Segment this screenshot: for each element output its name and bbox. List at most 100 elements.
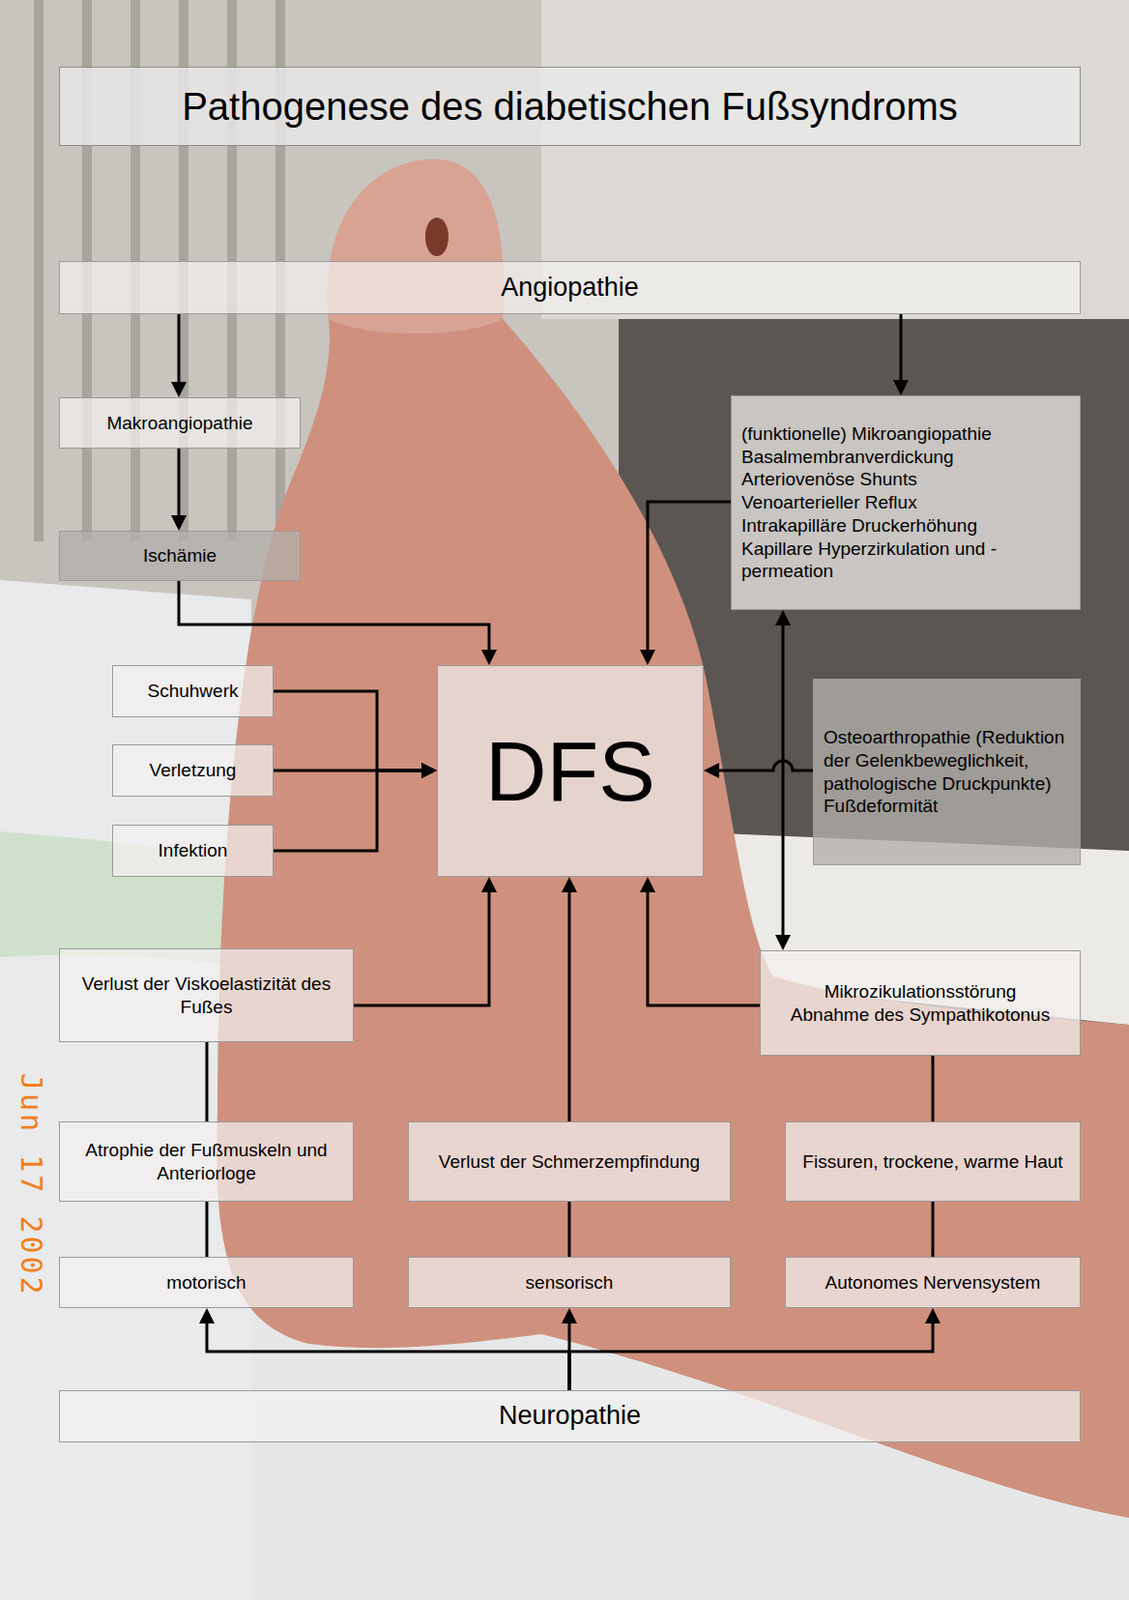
connector xyxy=(206,1042,208,1122)
connector xyxy=(206,1201,208,1257)
connector-line xyxy=(206,1321,570,1390)
box-text: Verletzung xyxy=(149,758,237,782)
arrow-head xyxy=(561,1307,578,1324)
connector xyxy=(893,314,909,396)
arrow-head xyxy=(639,876,656,893)
connector-line xyxy=(205,1042,209,1122)
box-text: sensorisch xyxy=(525,1271,614,1295)
connector xyxy=(561,876,578,1122)
box-text: Venoarterieller Reflux xyxy=(741,491,918,515)
process-box: Ischämie xyxy=(58,530,301,581)
connector xyxy=(775,609,791,951)
connector xyxy=(569,1307,941,1390)
connector-line xyxy=(717,760,813,771)
box-text: Kapillare Hyperzirkulation und -permeati… xyxy=(741,537,1071,584)
arrow-head xyxy=(171,515,187,531)
process-box: Neuropathie xyxy=(58,1389,1081,1443)
box-text: motorisch xyxy=(166,1271,246,1295)
box-text: Infektion xyxy=(158,839,229,863)
box-text: Schuhwerk xyxy=(147,679,239,703)
box-text: Osteoarthropathie (Reduktion der Gelenkb… xyxy=(823,725,1071,795)
box-text: Neuropathie xyxy=(498,1399,641,1433)
connector-line xyxy=(178,580,490,652)
process-box: Verlust der Schmerzempfindung xyxy=(407,1121,731,1202)
arrow-head xyxy=(703,762,720,779)
connector-line xyxy=(273,770,424,851)
process-box: Osteoarthropathie (Reduktion der Gelenkb… xyxy=(812,678,1081,866)
toe-wound xyxy=(425,217,449,257)
box-text: Angiopathie xyxy=(500,271,639,305)
connector xyxy=(178,580,497,666)
connector xyxy=(199,1307,570,1390)
arrow-head xyxy=(639,649,656,666)
arrow-head xyxy=(775,934,791,951)
process-box: Verletzung xyxy=(112,744,274,797)
process-box: Autonomes Nervensystem xyxy=(784,1256,1081,1308)
box-text: Verlust der Viskoelastizität des Fußes xyxy=(69,972,344,1019)
connector-line xyxy=(177,448,181,518)
connector xyxy=(932,1201,934,1257)
process-box: Angiopathie xyxy=(58,260,1081,315)
arrow-head xyxy=(199,1307,215,1324)
connector-line xyxy=(568,890,572,1122)
arrow-head xyxy=(481,649,497,666)
box-text: Intrakapilläre Druckerhöhung xyxy=(741,514,978,538)
box-text: Makroangiopathie xyxy=(106,411,253,435)
foot-outline xyxy=(216,159,1129,1518)
connector-line xyxy=(353,890,490,1006)
box-text: Abnahme des Sympathikotonus xyxy=(790,1003,1050,1027)
arrow-head xyxy=(775,609,791,626)
process-box: Infektion xyxy=(112,824,274,877)
connector xyxy=(273,762,437,851)
process-box: motorisch xyxy=(58,1256,354,1308)
box-text: Mikrozikulationsstörung xyxy=(824,980,1017,1004)
box-text: Ischämie xyxy=(143,544,217,568)
arrow-head xyxy=(561,876,578,893)
process-box: Verlust der Viskoelastizität des Fußes xyxy=(58,948,354,1043)
box-text: Atrophie der Fußmuskeln und Anteriorloge xyxy=(69,1138,344,1186)
connector-line xyxy=(647,501,731,652)
box-text: (funktionelle) Mikroangiopathie xyxy=(741,422,992,446)
box-text: Basalmembranverdickung xyxy=(741,445,955,469)
bed-sheet xyxy=(0,579,252,1600)
diagram-title: Pathogenese des diabetischen Fußsyndroms xyxy=(181,85,958,129)
process-box: Makroangiopathie xyxy=(58,397,301,449)
arrow-head xyxy=(171,381,187,398)
arrow-head xyxy=(925,1307,941,1324)
process-box: Schuhwerk xyxy=(112,665,274,718)
box-text: DFS xyxy=(485,718,656,825)
date-stamp: Jun 17 2002 xyxy=(14,1072,49,1298)
connector xyxy=(171,448,187,531)
arrow-head xyxy=(893,379,909,396)
connector-line xyxy=(177,314,181,384)
connector-line xyxy=(931,1055,935,1122)
box-text: Verlust der Schmerzempfindung xyxy=(438,1150,700,1174)
process-box: (funktionelle) MikroangiopathieBasalmemb… xyxy=(730,395,1081,610)
arrow-head xyxy=(421,762,437,779)
box-text: Fissuren, trockene, warme Haut xyxy=(802,1150,1063,1174)
connector xyxy=(353,876,497,1006)
box-text: Fußdeformität xyxy=(823,794,938,818)
connector xyxy=(273,691,437,779)
connector xyxy=(171,314,187,398)
connector-line xyxy=(568,1201,572,1257)
connector-line xyxy=(647,890,760,1006)
title-band: Pathogenese des diabetischen Fußsyndroms xyxy=(58,66,1081,146)
connector xyxy=(932,1055,934,1122)
arrow-head xyxy=(421,762,437,779)
connector xyxy=(703,760,813,779)
arrow-head xyxy=(421,762,437,779)
connector-line xyxy=(781,623,785,937)
connector-line xyxy=(899,314,903,382)
process-box: Fissuren, trockene, warme Haut xyxy=(784,1121,1081,1202)
connector-line xyxy=(569,1321,933,1390)
process-box: DFS xyxy=(436,665,704,877)
box-text: Autonomes Nervensystem xyxy=(825,1271,1042,1295)
process-box: sensorisch xyxy=(407,1256,731,1308)
connector-line xyxy=(273,691,424,771)
box-text: Arteriovenöse Shunts xyxy=(741,467,918,492)
process-box: Atrophie der Fußmuskeln und Anteriorloge xyxy=(58,1121,354,1202)
connector-line xyxy=(205,1201,209,1257)
